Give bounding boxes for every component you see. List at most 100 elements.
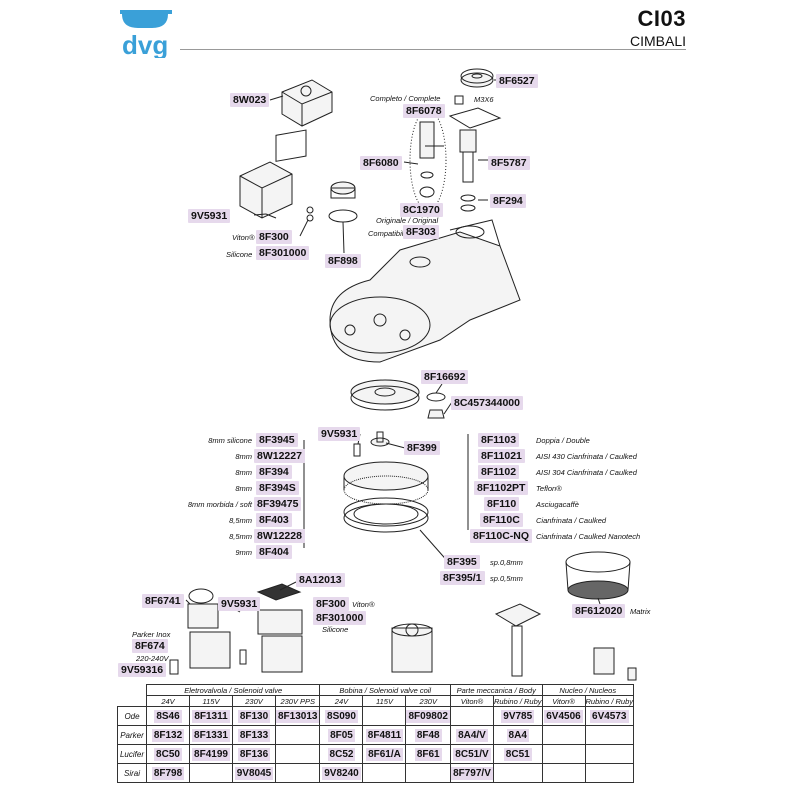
gasket-note-5: 8mm morbida / soft [187,500,252,509]
part-9V5931-bottom: 9V5931 [218,597,261,611]
table-cell [362,763,407,783]
cap-nut-icon [448,68,502,129]
gasket-note-2: 8mm [235,452,252,461]
filter-note-2: AISI 430 Cianfrinata / Caulked [536,452,637,461]
filter-code-4: 8F1102PT [474,481,529,495]
gasket-code-3: 8F394 [256,465,292,479]
model-title: CI03 [637,6,686,31]
note-parker-inox: Parker Inox [132,630,171,639]
row-label: Sirai [117,763,147,783]
solenoid-valve-left-icon [169,588,231,675]
gasket-note-6: 8,5mm [229,516,252,525]
row-label: Ode [117,706,147,726]
note-sp05: sp.0,5mm [490,574,523,583]
header-rule [180,49,686,50]
nucleus-icon [593,647,637,681]
subheader: 115V [362,695,407,707]
filter-code-3: 8F1102 [478,465,520,479]
gasket-note-3: 8mm [235,468,252,477]
group-head-body-icon [329,219,521,363]
part-8F301000-bottom: 8F301000 [313,611,367,625]
table-cell: 8F13013 [274,706,321,726]
group-header-coil: Bobina / Solenoid valve coil [319,684,451,696]
subheader: Viton® [449,695,494,707]
note-silicone-bottom: Silicone [322,625,349,634]
note-220v: 220-240V [136,654,169,663]
table-row: Lucifer 8C50 8F4199 8F136 8C52 8F61/A 8F… [117,744,635,764]
part-8W023: 8W023 [230,93,270,107]
group-gasket-icon [343,497,429,533]
table-cell [584,744,635,764]
table-cell: 8F798 [146,763,190,783]
part-8F301000: 8F301000 [256,246,310,260]
gasket-code-2: 8W12227 [254,449,305,463]
part-8F395-1: 8F395/1 [440,571,485,585]
table-cell [274,763,321,783]
valve-stem-icon [459,129,477,212]
table-cell: 8C51 [492,744,543,764]
part-8C457344000: 8C457344000 [451,396,523,410]
filter-note-4: Teflon® [536,484,562,493]
connector-plug-icon [281,79,333,127]
table-cell: 9V785 [492,706,543,726]
table-cell [405,763,451,783]
table-row: Parker 8F132 8F1331 8F133 8F05 8F4811 8F… [117,725,635,745]
table-cell [274,744,321,764]
note-compatible: Compatibile [368,229,408,238]
table-cell: 9V8045 [232,763,276,783]
table-cell: 6V4506 [541,706,586,726]
part-8F399: 8F399 [404,441,440,455]
table-row: Sirai 8F798 9V8045 9V8240 8F797/V [117,763,635,783]
note-m3x6: M3X6 [474,95,494,104]
filter-code-5: 8F110 [484,497,520,511]
subheader: 24V [146,695,190,707]
table-cell [274,725,321,745]
note-sp08: sp.0,8mm [490,558,523,567]
table-cell: 8A4 [492,725,543,745]
table-cell [541,744,586,764]
part-8F300: 8F300 [256,230,292,244]
matrix-filter-icon [565,551,631,600]
part-8F16692: 8F16692 [421,370,469,384]
table-cell: 8F1331 [189,725,233,745]
subheader: 24V [319,695,364,707]
part-8F898: 8F898 [325,254,361,268]
part-9V59316: 9V59316 [118,663,167,677]
note-original: Originale / Original [376,216,439,225]
pilot-valve-icon [419,121,435,198]
table-cell: 6V4573 [584,706,635,726]
note-viton-bottom: Viton® [352,600,375,609]
table-cell: 8F4811 [362,725,407,745]
coil-body-icon [391,623,433,673]
table-cell: 8C51/V [449,744,494,764]
table-cell [492,763,543,783]
subheader: Viton® [541,695,586,707]
gasket-code-5: 8F39475 [254,497,302,511]
table-cell: 8C50 [146,744,190,764]
table-cell: 8F797/V [449,763,494,783]
part-8A12013: 8A12013 [296,573,345,587]
table-cell [584,763,635,783]
note-matrix: Matrix [630,607,651,616]
filter-code-6: 8F110C [480,513,523,527]
part-8F674: 8F674 [132,639,168,653]
gasket-note-7: 8,5mm [229,532,252,541]
brand-name: CIMBALI [629,33,686,49]
filter-code-7: 8F110C-NQ [470,529,533,543]
part-8C1970: 8C1970 [400,203,443,217]
table-cell: 8F61 [405,744,451,764]
filter-note-5: Asciugacaffè [536,500,579,509]
group-header-solenoid-valve: Eletrovalvola / Solenoid valve [145,684,321,696]
filter-code-1: 8F1103 [478,433,520,447]
subheader: 115V [189,695,233,707]
filter-note-6: Cianfrinata / Caulked [536,516,607,525]
part-9V5931-mid: 9V5931 [318,427,361,441]
filter-code-2: 8F11021 [478,449,525,463]
note-viton: Viton® [232,233,255,242]
part-9V5931-top: 9V5931 [188,209,231,223]
part-8F612020: 8F612020 [572,604,626,618]
subheader: 230V PPS [274,695,321,707]
gasket-code-6: 8F403 [256,513,292,527]
table-cell: 8F132 [146,725,190,745]
part-8F294: 8F294 [490,194,526,208]
